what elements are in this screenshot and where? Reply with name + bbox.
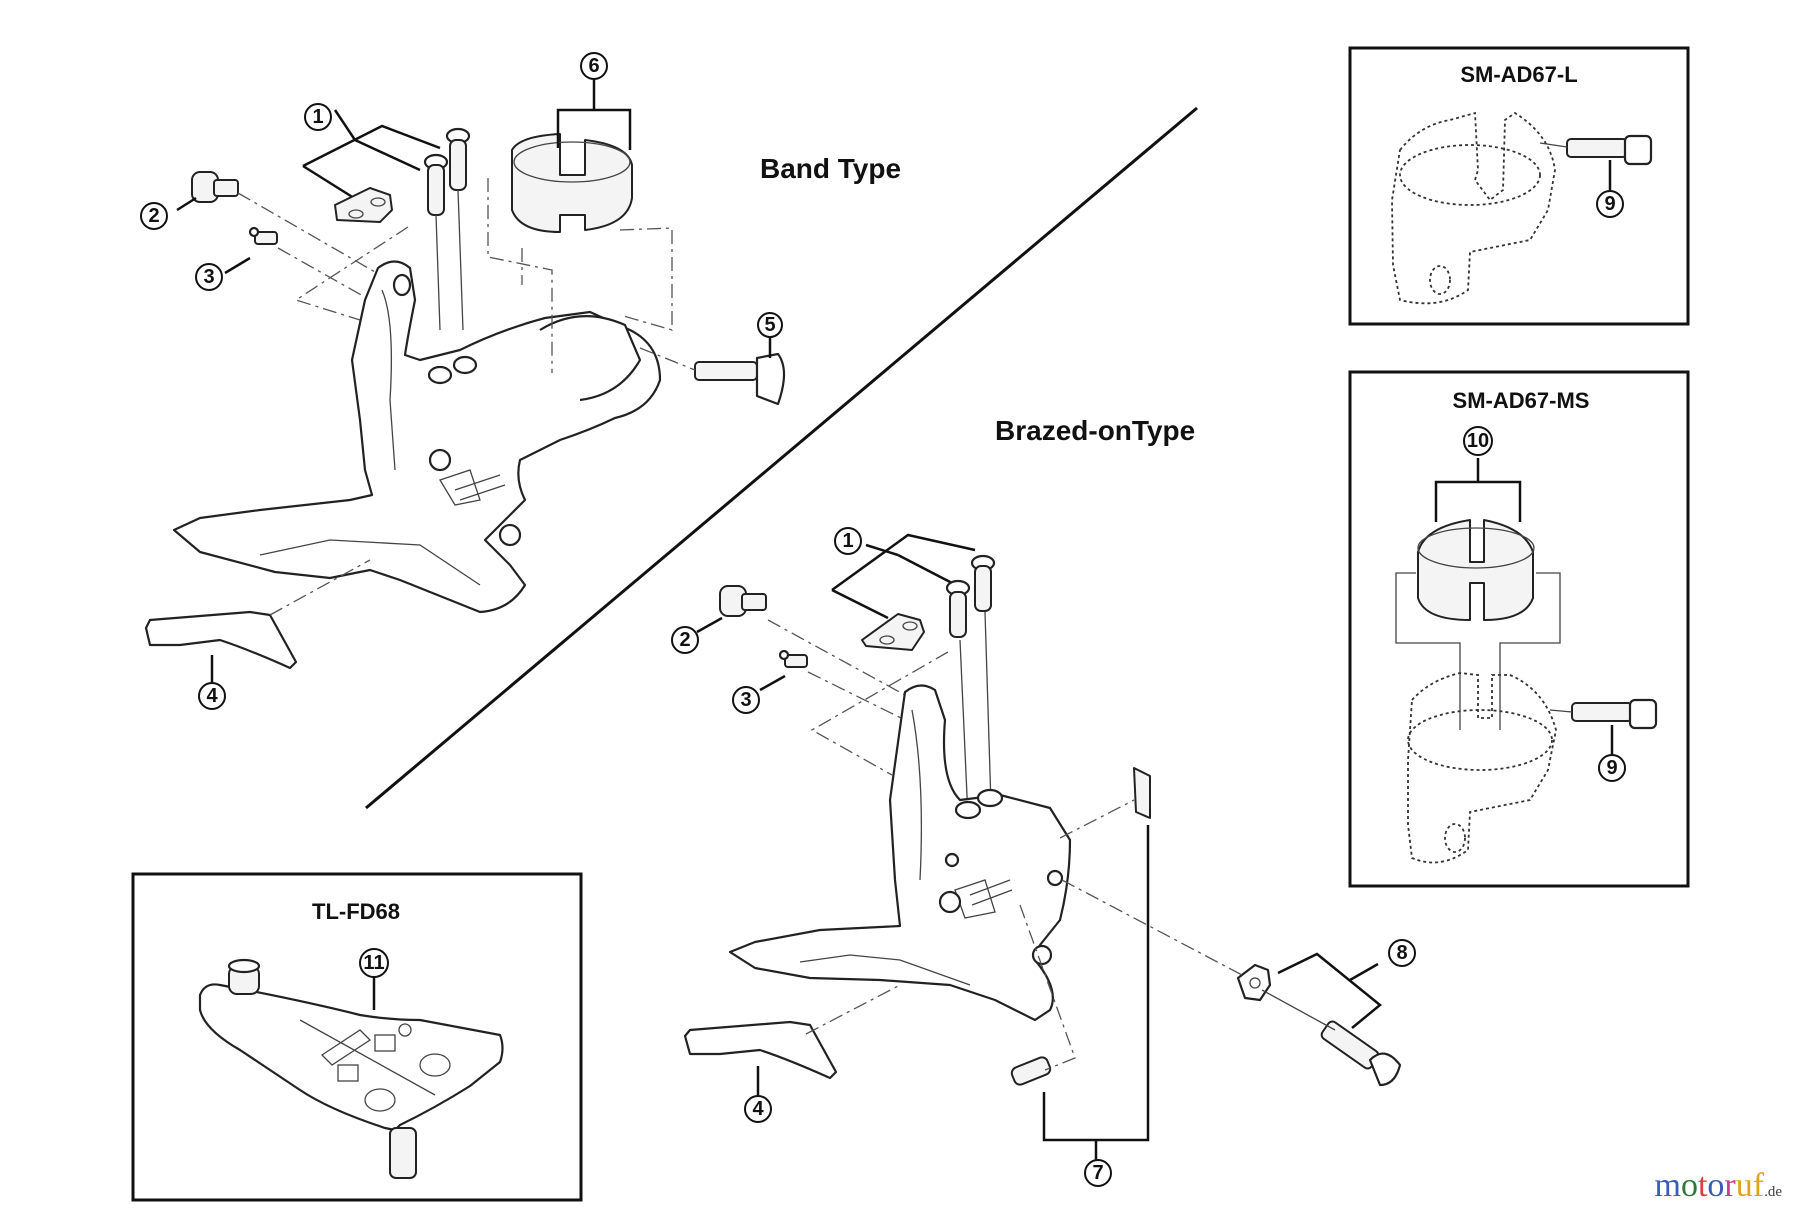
clamp-bolt: [694, 352, 786, 406]
svg-text:3: 3: [740, 689, 751, 711]
sm-ad67-l-title: SM-AD67-L: [1460, 62, 1577, 87]
tl-fd68-title: TL-FD68: [312, 899, 400, 924]
callout-10: 10: [1463, 426, 1493, 456]
svg-text:9: 9: [1604, 193, 1615, 215]
svg-text:9: 9: [1606, 757, 1617, 779]
clamp-bolt: [1571, 698, 1658, 730]
svg-text:1: 1: [312, 106, 323, 128]
guard-plate: [144, 610, 298, 670]
watermark-letter: t: [1697, 1167, 1708, 1204]
callout-9: 9: [1598, 754, 1626, 782]
svg-text:4: 4: [206, 685, 218, 707]
adjustment-tool: [198, 958, 504, 1179]
clamp-band: [511, 133, 633, 233]
watermark-letter: u: [1735, 1167, 1753, 1204]
callout-1: 1: [834, 527, 862, 555]
fixing-screw: [945, 554, 996, 638]
svg-text:1: 1: [842, 530, 853, 552]
watermark-letter: o: [1680, 1167, 1698, 1204]
small-screw: [248, 226, 278, 245]
section-divider: [365, 106, 1198, 810]
watermark-letter: m: [1654, 1167, 1681, 1204]
svg-text:10: 10: [1467, 430, 1489, 452]
svg-text:8: 8: [1396, 942, 1407, 964]
svg-text:5: 5: [764, 314, 775, 336]
callout-7: 7: [1084, 1159, 1112, 1187]
adjust-bolt: [191, 171, 239, 203]
watermark-logo: motoruf.de: [1655, 1167, 1782, 1205]
callout-4: 4: [744, 1095, 772, 1123]
pad: [1133, 767, 1151, 819]
shim-band: [1417, 519, 1535, 621]
svg-text:2: 2: [679, 629, 690, 651]
callout-3: 3: [195, 263, 223, 291]
clamp-bolt: [1566, 134, 1653, 166]
brazed-on-assembly: [683, 533, 1402, 1160]
plate-nut: [1236, 963, 1272, 1002]
tl-fd68-box: TL-FD68 11: [131, 872, 583, 1202]
svg-text:11: 11: [363, 952, 384, 974]
watermark-letter: r: [1724, 1167, 1736, 1204]
guard-plate: [683, 1020, 838, 1080]
band-type-title: Band Type: [760, 153, 901, 184]
mounting-bolt: [1320, 1020, 1402, 1087]
svg-text:2: 2: [148, 205, 159, 227]
set-screw: [1010, 1056, 1052, 1086]
callout-11: 11: [359, 948, 389, 978]
callout-9: 9: [1596, 190, 1624, 218]
front-derailleur-brazed: [728, 684, 1072, 1022]
watermark-letter: o: [1707, 1167, 1725, 1204]
sm-ad67-ms-box: SM-AD67-MS 10 9: [1348, 370, 1690, 888]
front-derailleur-band: [172, 260, 662, 614]
callout-2: 2: [140, 202, 168, 230]
cable-plate: [861, 613, 925, 651]
callout-3: 3: [732, 686, 760, 714]
band-callouts: 1 2 3 4 5 6: [140, 52, 783, 710]
watermark-suffix: .de: [1764, 1184, 1782, 1200]
sm-ad67-l-box: SM-AD67-L 9: [1348, 46, 1690, 326]
adapter-clamp: [1407, 672, 1557, 864]
callout-8: 8: [1388, 939, 1416, 967]
brazed-on-type-title: Brazed-onType: [995, 415, 1195, 446]
svg-text:4: 4: [752, 1098, 764, 1120]
callout-5: 5: [757, 312, 783, 338]
callout-2: 2: [671, 626, 699, 654]
adjust-bolt: [719, 585, 767, 617]
small-screw: [778, 649, 808, 668]
adapter-clamp: [1391, 111, 1556, 305]
cable-plate: [334, 187, 393, 223]
watermark-text: motoruf: [1655, 1167, 1765, 1204]
band-type-assembly: [144, 78, 786, 682]
callout-4: 4: [198, 682, 226, 710]
brazed-callouts: 1 2 3 4 7 8: [671, 527, 1416, 1187]
watermark-letter: f: [1752, 1167, 1765, 1204]
fixing-screw: [423, 127, 471, 216]
callout-6: 6: [580, 52, 608, 80]
svg-text:6: 6: [588, 55, 599, 77]
svg-text:3: 3: [203, 266, 214, 288]
svg-text:7: 7: [1092, 1162, 1103, 1184]
callout-1: 1: [304, 103, 332, 131]
sm-ad67-ms-title: SM-AD67-MS: [1453, 388, 1590, 413]
